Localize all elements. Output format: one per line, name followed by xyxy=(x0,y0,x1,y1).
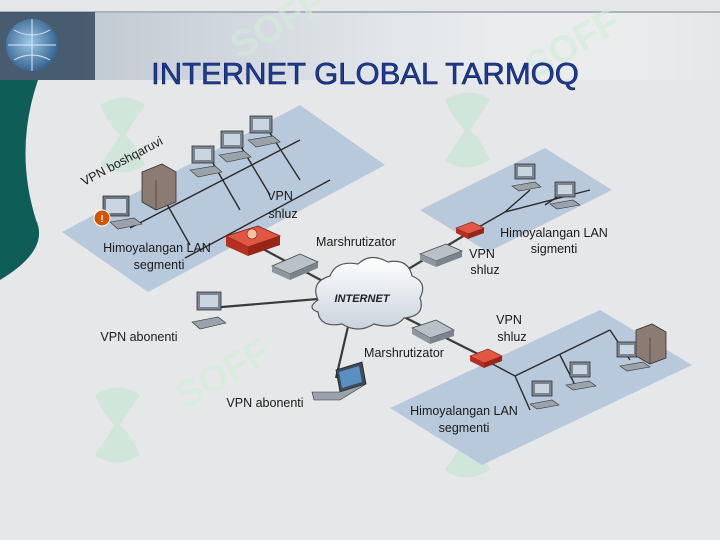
label-lan-top-left-2: segmenti xyxy=(134,258,185,272)
router-icon xyxy=(411,319,455,344)
teal-arc-decoration xyxy=(0,80,40,280)
vpn-gateway-icon xyxy=(224,225,282,256)
label-gateway-right-1: VPN xyxy=(469,247,495,261)
workstation-icon xyxy=(565,361,597,391)
globe-grid xyxy=(8,19,56,71)
label-router-top: Marshrutizator xyxy=(316,235,396,249)
lan-panel-top-left xyxy=(62,105,385,292)
warning-badge-icon xyxy=(93,209,111,227)
internet-cloud-label: INTERNET xyxy=(335,293,391,305)
workstation-icon xyxy=(189,145,223,178)
workstation-icon xyxy=(247,115,281,148)
warning-badge-glyph: ! xyxy=(100,214,103,225)
vpn-gateway-icon xyxy=(469,348,503,368)
internet-cloud-icon xyxy=(311,256,424,330)
server-icon xyxy=(141,163,177,211)
label-gateway-bottom-right-2: shluz xyxy=(497,330,526,344)
label-subscriber-left: VPN abonenti xyxy=(100,330,177,344)
vpn-subscriber-laptop-icon xyxy=(311,361,367,401)
label-gateway-right-2: shluz xyxy=(470,263,499,277)
label-lan-right-2: sigmenti xyxy=(531,242,578,256)
label-gateway-bottom-right-1: VPN xyxy=(496,313,522,327)
page-title: INTERNET GLOBAL TARMOQ xyxy=(151,56,579,91)
label-lan-top-left-1: Himoyalangan LAN xyxy=(103,241,211,255)
label-gateway-top-left-2: shluz xyxy=(268,207,297,221)
server-icon xyxy=(635,323,667,365)
label-router-bottom: Marshrutizator xyxy=(364,346,444,360)
label-lan-right-1: Himoyalangan LAN xyxy=(500,226,608,240)
router-icon xyxy=(418,243,464,267)
router-icon xyxy=(271,253,319,280)
workstation-icon xyxy=(218,130,252,163)
workstation-icon xyxy=(511,163,542,192)
management-console-icon xyxy=(102,195,143,230)
vpn-subscriber-desktop-icon xyxy=(191,291,227,330)
workstation-icon xyxy=(529,380,560,410)
workstation-icon xyxy=(549,181,581,210)
label-subscriber-bottom: VPN abonenti xyxy=(226,396,303,410)
label-lan-bottom-right-1: Himoyalangan LAN xyxy=(410,404,518,418)
label-gateway-top-left-1: VPN xyxy=(267,189,293,203)
header-band xyxy=(0,12,720,80)
vpn-gateway-icon xyxy=(455,221,485,239)
label-lan-bottom-right-2: segmenti xyxy=(439,421,490,435)
